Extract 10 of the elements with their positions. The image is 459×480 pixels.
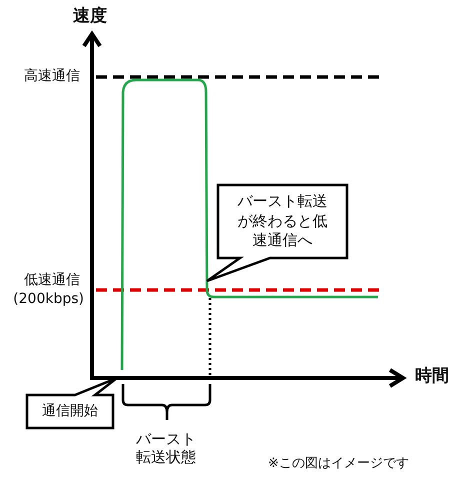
- level-label: 高速通信: [24, 68, 80, 85]
- level-label: (200kbps): [13, 291, 84, 308]
- callout-text: バースト転送が終わると低速通信へ: [236, 191, 328, 252]
- axis-title: 時間: [415, 366, 449, 386]
- axis-title: 速度: [73, 6, 107, 26]
- callout-text: 通信開始: [41, 402, 99, 422]
- speech-callout: [205, 183, 350, 285]
- level-label: 低速通信: [24, 272, 80, 289]
- note: ※この図はイメージです: [268, 456, 409, 472]
- brace-label: バースト転送状態: [135, 430, 197, 466]
